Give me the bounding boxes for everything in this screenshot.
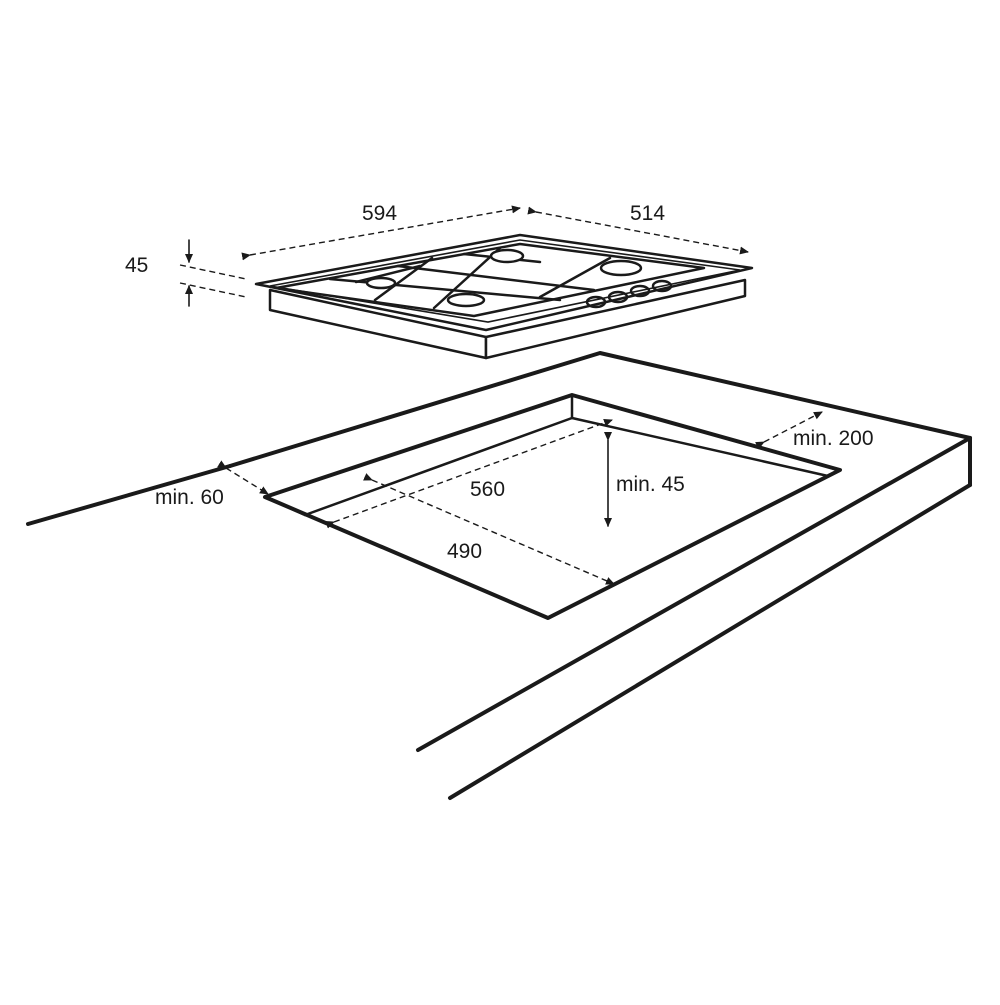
min-front-dimension: min. 60	[155, 460, 269, 509]
hob-width-dimension: 594	[241, 202, 521, 261]
min-depth-dimension: min. 45	[604, 432, 685, 527]
cutout-width-label: 560	[470, 478, 505, 501]
cutout-depth-label: 490	[447, 540, 482, 563]
cutout-width-dimension: 560	[325, 419, 613, 529]
burner-rear-left	[489, 248, 525, 264]
gas-hob	[254, 233, 754, 360]
cutout-depth-dimension: 490	[363, 473, 615, 585]
hob-depth-label: 514	[630, 202, 665, 225]
min-rear-label: min. 200	[793, 427, 874, 450]
min-rear-dimension: min. 200	[755, 411, 874, 450]
hob-height-label: 45	[125, 254, 148, 277]
burner-front-left	[365, 276, 397, 290]
control-knobs	[585, 279, 673, 309]
burner-front-right	[446, 292, 486, 308]
burner-rear-right	[599, 259, 643, 277]
hob-height-dimension: 45	[125, 239, 247, 307]
hob-width-label: 594	[362, 202, 397, 225]
min-depth-label: min. 45	[616, 473, 685, 496]
min-front-label: min. 60	[155, 486, 224, 509]
hob-depth-dimension: 514	[527, 202, 749, 255]
